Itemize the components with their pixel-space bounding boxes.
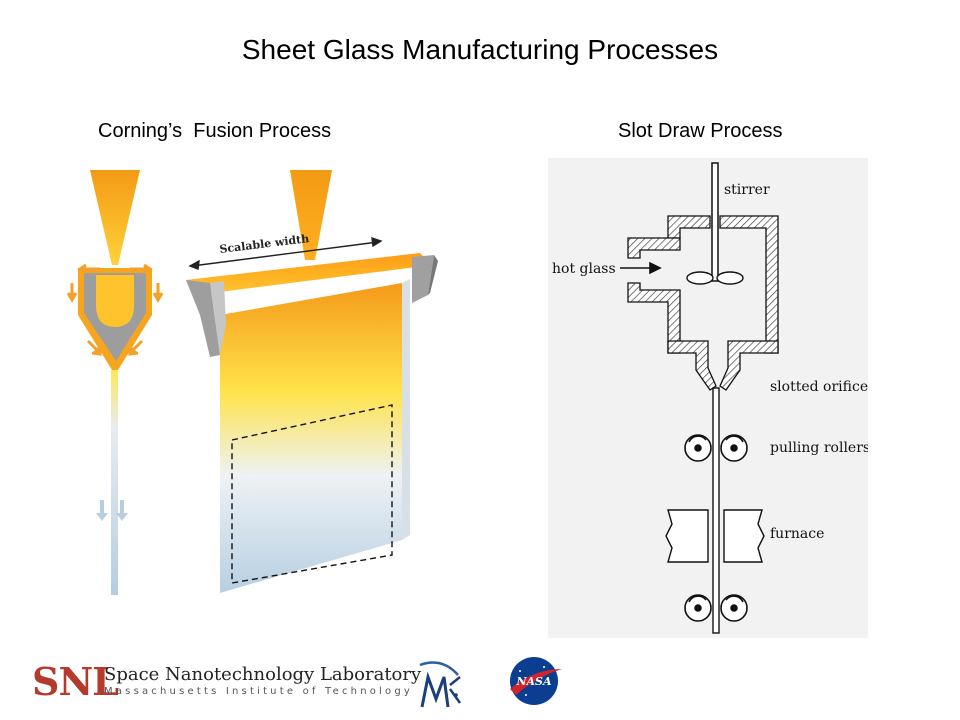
glass-sheet-side bbox=[111, 370, 118, 595]
furnace bbox=[665, 509, 765, 563]
flow-arrows bbox=[66, 263, 164, 356]
nasa-logo-icon: NASA bbox=[510, 657, 562, 705]
snl-logo-institute: Massachusetts Institute of Technology bbox=[104, 686, 414, 697]
snl-logo-abbr: SNL bbox=[32, 659, 119, 704]
snl-logo-name: Space Nanotechnology Laboratory bbox=[104, 664, 422, 685]
drawn-sheet bbox=[712, 387, 720, 634]
slotted-orifice-label: slotted orifice bbox=[770, 379, 868, 395]
molten-glass-stream bbox=[90, 170, 140, 265]
hot-glass-label: hot glass bbox=[552, 261, 616, 277]
slot-draw-diagram: stirrer hot glass slotted orifice pullin… bbox=[548, 158, 868, 638]
scalable-width-arrow bbox=[188, 236, 383, 270]
stirrer-label: stirrer bbox=[724, 182, 770, 198]
slot-draw-process-label: Slot Draw Process bbox=[618, 120, 783, 142]
usable-area-outline bbox=[231, 404, 393, 584]
furnace-label: furnace bbox=[770, 526, 824, 542]
glass-sheet bbox=[220, 283, 402, 593]
stirrer bbox=[686, 162, 744, 285]
svg-text:NASA: NASA bbox=[515, 675, 552, 688]
hot-glass-arrow bbox=[620, 261, 662, 275]
isopipe-body bbox=[186, 253, 432, 295]
fusion-process-label: Corning’s Fusion Process bbox=[98, 120, 332, 142]
melting-chamber bbox=[627, 215, 779, 391]
page-title: Sheet Glass Manufacturing Processes bbox=[241, 34, 719, 65]
pulling-rollers-label: pulling rollers bbox=[770, 440, 868, 456]
draw-down-arrows bbox=[96, 500, 128, 521]
mki-logo-icon bbox=[419, 661, 462, 708]
fusion-3d-diagram: Scalable width bbox=[186, 170, 438, 593]
fusion-side-view-diagram bbox=[66, 170, 164, 595]
pulling-rollers bbox=[684, 434, 748, 622]
